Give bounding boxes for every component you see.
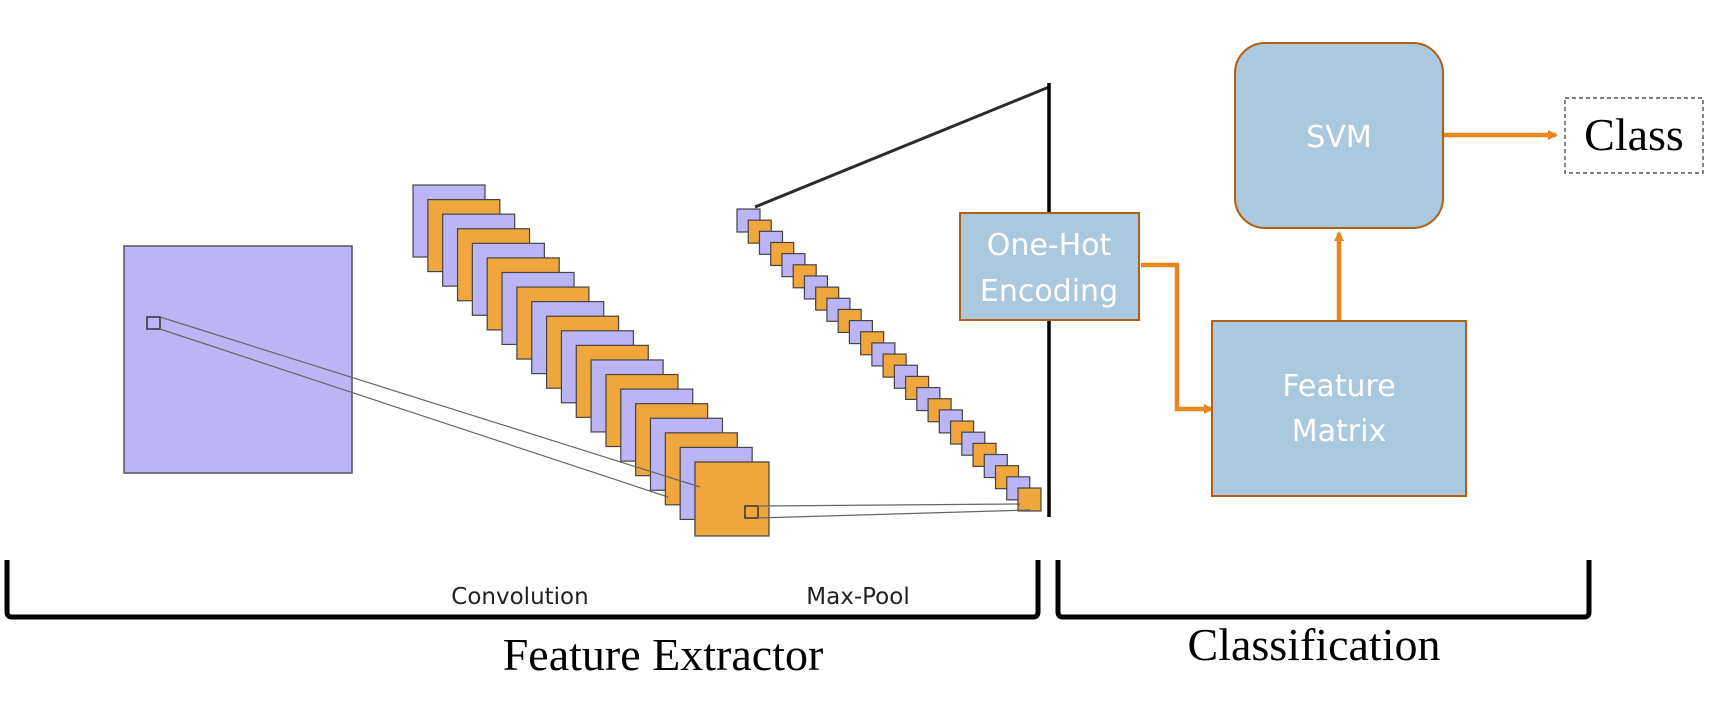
svm-label: SVM [1306,120,1371,155]
input-receptive-field [146,316,161,330]
max-pool-feature-maps [736,208,1042,512]
feature-matrix-box [1211,320,1467,497]
conv-projection-line [757,509,1031,519]
input-projection-line [159,316,701,488]
input-projection-line [159,328,669,498]
one-hot-to-feature-arrow [1141,262,1214,414]
classification-bracket [1055,560,1592,620]
convolution-feature-maps [412,184,770,537]
svm-box [1234,42,1444,229]
feature-extractor-label: Feature Extractor [503,629,824,680]
feature-extractor-bracket [4,560,1041,620]
flatten-projection-line [754,85,1050,209]
classification-label: Classification [1188,619,1441,670]
max-pool-label: Max-Pool [806,584,909,610]
one-hot-label-line1: One-Hot [987,228,1112,263]
feature-matrix-label-line1: Feature [1282,369,1395,404]
conv-receptive-field [744,505,759,519]
pool-feature-map [1017,487,1042,512]
class-output-box [1564,97,1704,174]
conv-projection-line [757,503,1021,507]
convolution-label: Convolution [451,584,588,610]
one-hot-encoding-box [959,212,1140,321]
feature-matrix-label-line2: Matrix [1292,414,1386,449]
input-image [123,245,353,474]
class-label: Class [1584,109,1684,160]
conv-output-map [694,461,770,537]
one-hot-label-line2: Encoding [980,274,1118,309]
